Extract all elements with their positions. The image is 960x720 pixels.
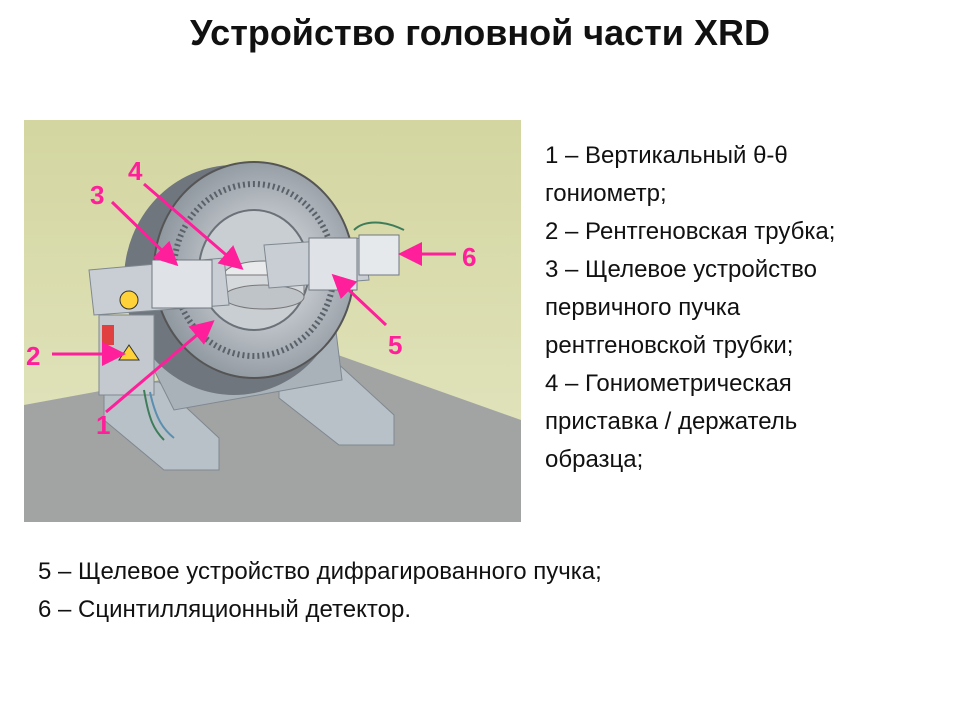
primary-slit [151,259,213,309]
diffracted-slit [308,237,358,291]
legend-line: гониометр; [545,180,667,207]
arrow-5 [331,273,388,327]
arrow-1 [105,320,215,414]
callout-3: 3 [90,180,104,210]
legend-line: рентгеновской трубки; [545,332,794,359]
callout-1: 1 [96,410,110,440]
bottom-legend: 5 – Щелевое устройство дифрагированного … [38,553,602,629]
xrd-head-figure: 1 2 3 4 5 6 [24,120,521,522]
legend-line: 1 – Вертикальный θ-θ [545,142,788,169]
legend-line: 2 – Рентгеновская трубка; [545,218,836,245]
page-title: Устройство головной части XRD [190,12,770,53]
legend-line: приставка / держатель [545,408,798,435]
callout-2: 2 [26,341,40,371]
callout-4: 4 [128,156,143,186]
arrow-3 [110,200,179,267]
callout-5: 5 [388,330,402,360]
callout-6: 6 [462,242,476,272]
legend-line: 5 – Щелевое устройство дифрагированного … [38,558,602,585]
legend-line: 4 – Гониометрическая [545,370,792,397]
scintillation-detector [358,234,400,276]
legend-line: образца; [545,446,644,473]
legend-line: 6 – Сцинтилляционный детектор. [38,596,411,623]
arrow-4 [143,182,244,270]
legend-line: 3 – Щелевое устройство [545,256,817,283]
legend-list: 1 – Вертикальный θ-θ гониометр; 2 – Рент… [545,137,945,479]
legend-line: первичного пучка [545,294,741,321]
